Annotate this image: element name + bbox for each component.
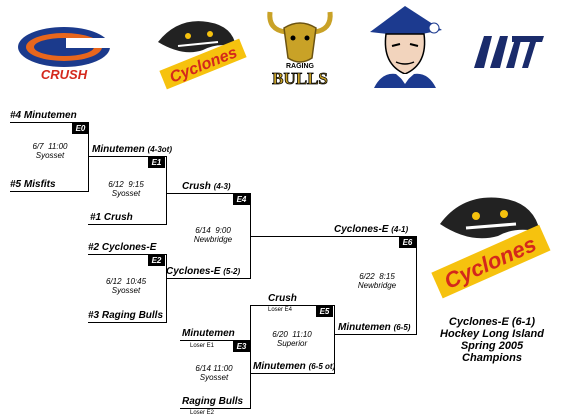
champion-line-2: Hockey Long Island (440, 328, 544, 340)
champion-line-4: Champions (462, 352, 522, 364)
e2-date: 6/12 (105, 277, 122, 286)
svg-text:RAGING: RAGING (286, 63, 315, 70)
e6-bracket-line (416, 236, 417, 335)
e2-bottom-line (88, 322, 166, 323)
e5-date: 6/20 (272, 330, 288, 339)
e3-bottom-team: Raging Bulls (182, 396, 244, 407)
e5-top-team: Crush (268, 293, 297, 304)
champion-text: Cyclones-E (6-1) Hockey Long Island Spri… (428, 316, 556, 364)
e1-time: 9:15 (128, 180, 144, 189)
e6-top-record: (4-1) (391, 225, 409, 234)
e3-bottom-note: Loser E2 (190, 410, 215, 416)
e4-bottom-team: Cyclones-E (5-2) (166, 266, 240, 277)
e6-time: 8:15 (379, 272, 395, 281)
e6-game-id: E6 (399, 237, 416, 248)
e2-top-team: #2 Cyclones-E (88, 242, 157, 253)
e0-top-team: #4 Minutemen (10, 110, 77, 121)
e3-top-line (180, 340, 250, 341)
e1-bracket-line (166, 156, 167, 225)
e4-top-name: Crush (182, 181, 211, 192)
e4-game-id: E4 (233, 194, 250, 205)
e1-top-record: (4-3ot) (147, 145, 173, 154)
e5-place: Superior (276, 339, 308, 348)
minutemen-logo (362, 4, 448, 88)
e1-info: 6/12 9:15 Syosset (94, 180, 158, 198)
e3-winner-record: (6-5 ot) (308, 362, 336, 371)
e0-place: Syosset (35, 151, 65, 160)
e1-bottom-team: #1 Crush (90, 212, 133, 223)
champion-cyclones-logo: Cyclones (426, 190, 554, 302)
e1-date: 6/12 (108, 180, 124, 189)
e3-info: 6/14 11:00 Syosset (182, 364, 246, 382)
e3-top-team: Minutemen (182, 328, 235, 339)
svg-text:CRUSH: CRUSH (41, 67, 88, 82)
e5-right-line (334, 305, 335, 374)
e4-time: 9:00 (215, 226, 231, 235)
e6-top-line (250, 236, 416, 237)
champion-line-1: Cyclones-E (6-1) (448, 316, 536, 328)
e4-top-record: (4-3) (213, 182, 231, 191)
e6-info: 6/22 8:15 Newbridge (342, 272, 412, 290)
e6-date: 6/22 (359, 272, 375, 281)
e3-game-id: E3 (233, 341, 250, 352)
e0-bottom-team: #5 Misfits (10, 179, 56, 190)
e6-top-name: Cyclones-E (334, 224, 389, 235)
e2-bottom-team: #3 Raging Bulls (88, 310, 164, 321)
e4-date: 6/14 (195, 226, 211, 235)
e2-place: Syosset (111, 286, 141, 295)
e3-winner-line (250, 373, 334, 374)
e2-time: 10:45 (126, 277, 147, 286)
e4-bottom-record: (5-2) (223, 267, 241, 276)
e5-time: 11:10 (292, 330, 312, 339)
e5-game-id: E5 (316, 306, 333, 317)
e5-top-note: Loser E4 (268, 307, 293, 313)
e3-bracket-line (250, 340, 251, 409)
e6-bottom-line (334, 334, 416, 335)
e0-game-id: E0 (72, 123, 89, 134)
e4-top-line (166, 193, 250, 194)
e0-top-line (10, 122, 88, 123)
svg-text:BULLS: BULLS (272, 69, 328, 88)
e0-info: 6/7 11:00 Syosset (18, 142, 82, 160)
e4-top-team: Crush (4-3) (182, 181, 231, 192)
e1-top-team: Minutemen (4-3ot) (92, 144, 172, 155)
e1-top-line (88, 156, 166, 157)
e2-bracket-line (166, 254, 167, 323)
e3-bottom-line (180, 408, 250, 409)
e0-bottom-line (10, 191, 88, 192)
e4-info: 6/14 9:00 Newbridge (176, 226, 250, 244)
e4-bottom-name: Cyclones-E (166, 266, 221, 277)
e4-bottom-line (166, 278, 250, 279)
e3-place: Syosset (199, 373, 229, 382)
cyclones-logo: Cyclones (148, 12, 248, 90)
e2-game-id: E2 (148, 255, 165, 266)
e6-top-team: Cyclones-E (4-1) (334, 224, 408, 235)
e1-place: Syosset (111, 189, 141, 198)
e1-game-id: E1 (148, 157, 165, 168)
e6-bottom-name: Minutemen (338, 322, 391, 333)
e3-time: 11:00 (213, 364, 233, 373)
e5-top-line (250, 305, 334, 306)
e5-info: 6/20 11:10 Superior (262, 330, 322, 348)
e0-time: 11:00 (48, 142, 68, 151)
e6-bottom-team: Minutemen (6-5) (338, 322, 410, 333)
e2-top-line (88, 254, 166, 255)
raging-bulls-logo: RAGING BULLS (264, 4, 336, 90)
crush-logo: CRUSH (14, 20, 114, 82)
e3-winner-team: Minutemen (6-5 ot) (253, 361, 335, 372)
e1-top-name: Minutemen (92, 144, 145, 155)
e1-bottom-line (88, 224, 166, 225)
mt-logo (470, 30, 546, 70)
e3-date: 6/14 (195, 364, 211, 373)
e6-bottom-record: (6-5) (393, 323, 411, 332)
e3-top-note: Loser E1 (190, 343, 215, 349)
champion-line-3: Spring 2005 (460, 340, 524, 352)
e2-info: 6/12 10:45 Syosset (94, 277, 158, 295)
e5-left-line (250, 305, 251, 374)
e6-place: Newbridge (357, 281, 397, 290)
e3-winner-name: Minutemen (253, 361, 306, 372)
e0-date: 6/7 (32, 142, 44, 151)
e4-place: Newbridge (193, 235, 233, 244)
e0-bracket-line (88, 122, 89, 192)
